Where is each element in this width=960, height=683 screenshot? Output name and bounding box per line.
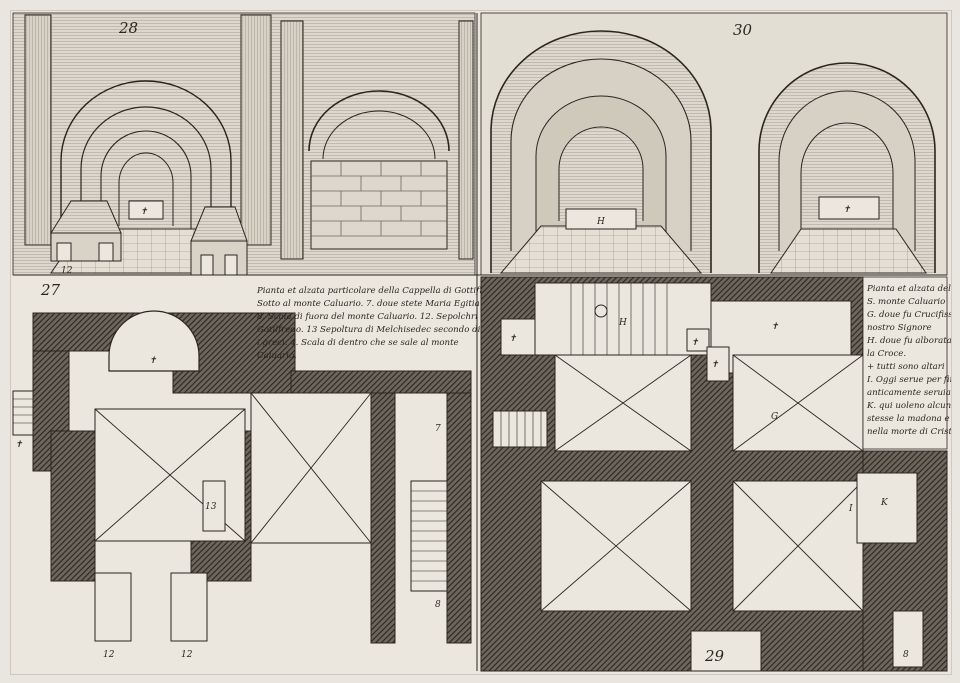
plan-label-12a: 12 <box>103 650 115 660</box>
caption-right-line-2: S. monte Caluario <box>867 297 945 307</box>
caption-left-line-1: Pianta et alzata particolare della Cappe… <box>256 286 499 296</box>
caption-left-line-5: i greci. 4. Scala di dentro che se sale … <box>257 338 459 348</box>
elevation-mount-calvary: H ✝ 30 <box>480 12 948 276</box>
plan-chapel-godfrey: 27 ✝ 13 12 12 7 8 ✝ <box>12 281 472 660</box>
caption-left-line-3: 8. Scala di fuora del monte Caluario. 12… <box>257 312 489 322</box>
tomb-right <box>190 206 248 276</box>
elevation-chapel-godfrey: ✝ 28 12 <box>12 12 476 276</box>
elev-cross-1: ✝ <box>140 207 148 217</box>
plan-cross-small-1: ✝ <box>691 338 699 348</box>
caption-right-line-1: Pianta et alzata del <box>866 284 951 294</box>
stair-8 <box>410 480 448 592</box>
elev-label-12: 12 <box>61 266 73 276</box>
plan-cross-H-left: ✝ <box>509 334 517 344</box>
plate-number-27: 27 <box>40 281 61 299</box>
plate-number-30: 30 <box>733 21 753 39</box>
plan-label-7: 7 <box>435 424 441 434</box>
engraving-sheet: ✝ 28 12 H <box>10 10 952 675</box>
tomb-left <box>50 200 122 262</box>
caption-right-line-5: H. doue fu alborata <box>866 336 951 346</box>
caption-right: Pianta et alzata del S. monte Caluario G… <box>862 276 951 450</box>
plan-label-K: K <box>880 498 889 508</box>
plan-label-I: I <box>848 504 853 514</box>
engraving-plates: ✝ 28 12 H <box>12 12 951 672</box>
caption-left-line-6: Caluario. <box>257 351 297 361</box>
plate-number-29: 29 <box>704 647 725 665</box>
plate-number-28: 28 <box>118 19 138 37</box>
plan-label-12b: 12 <box>181 650 193 660</box>
caption-left-line-2: Sotto al monte Caluario. 7. doue stete M… <box>257 299 480 309</box>
plan-label-G: G <box>771 412 778 422</box>
plan-label-8-right: 8 <box>903 650 909 660</box>
plan-cross-G-top: ✝ <box>771 322 779 332</box>
caption-right-line-7: + tutti sono altari <box>867 362 945 372</box>
caption-right-line-11: stesse la madona e S. Gio <box>867 414 951 424</box>
caption-right-line-9: anticamente seruia p. Porta <box>867 388 951 398</box>
plan-label-13: 13 <box>205 502 217 512</box>
plan-cross-apse: ✝ <box>149 356 157 366</box>
elev-cross-2: ✝ <box>843 205 851 215</box>
caption-right-line-10: K. qui uoleno alcuni ch <box>866 401 951 411</box>
caption-left: Pianta et alzata particolare della Cappe… <box>256 286 501 361</box>
caption-right-line-6: la Croce. <box>867 349 906 359</box>
plan-cross-small-2: ✝ <box>711 360 719 370</box>
caption-right-line-8: I. Oggi serue per finestr <box>866 375 951 385</box>
caption-left-line-4: Gotilfredo. 13 Sepoltura di Melchisedec … <box>257 325 501 335</box>
plan-label-H: H <box>618 318 627 328</box>
plan-mount-calvary: H ✝ ✝ ✝ ✝ G K I 8 29 <box>480 276 948 672</box>
elev-label-H: H <box>596 217 605 227</box>
plan-cross-left: ✝ <box>15 440 23 450</box>
caption-right-line-12: nella morte di Criste <box>867 427 951 437</box>
caption-right-line-4: nostro Signore <box>867 323 932 333</box>
caption-right-line-3: G. doue fu Crucifiss <box>867 310 951 320</box>
plan-label-8: 8 <box>435 600 441 610</box>
